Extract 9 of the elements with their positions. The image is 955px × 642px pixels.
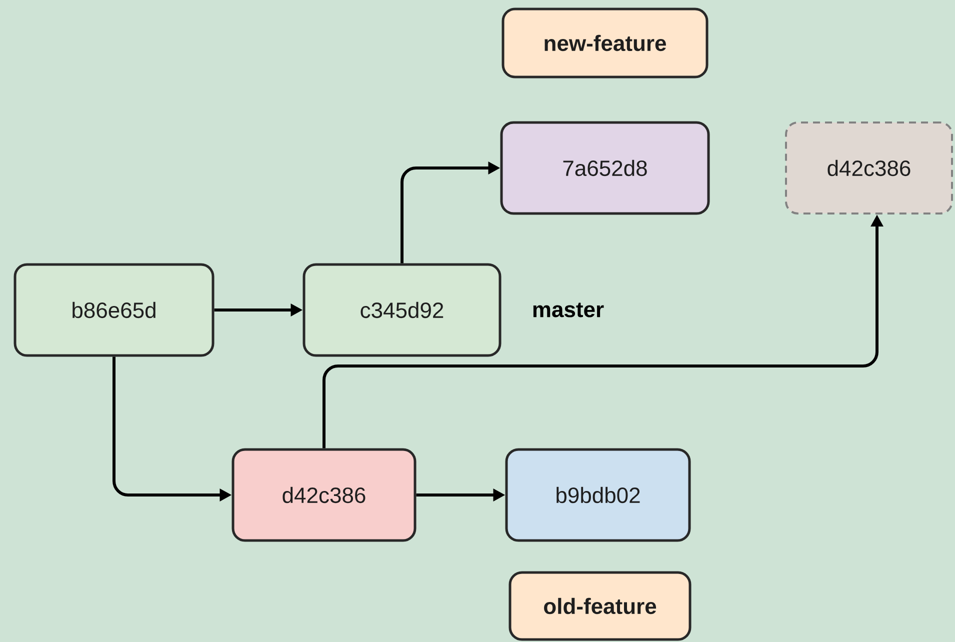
branch-label-box: new-feature xyxy=(502,8,708,78)
commit-box: d42c386 xyxy=(785,122,953,214)
commit-box: c345d92 xyxy=(302,263,502,357)
commit-box: b9bdb02 xyxy=(505,448,691,542)
commit-box: b86e65d xyxy=(14,263,214,357)
branch-label: master xyxy=(533,302,604,318)
branch-label-box: old-feature xyxy=(508,571,692,641)
commit-box: d42c386 xyxy=(232,448,416,542)
commit-box: 7a652d8 xyxy=(500,121,710,215)
